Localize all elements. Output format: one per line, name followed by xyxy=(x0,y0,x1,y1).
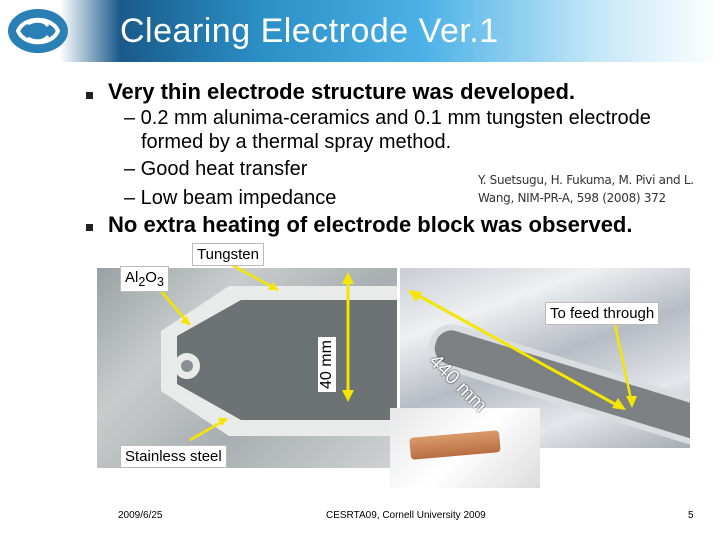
mount-hole xyxy=(174,353,200,379)
copper-terminal xyxy=(409,430,501,460)
al2o3-sub-2: 3 xyxy=(156,275,164,289)
sub-bullet-3: – Low beam impedance xyxy=(124,187,337,209)
institution-logo xyxy=(8,9,68,53)
al2o3-label-al: Al xyxy=(125,269,139,286)
footer-date: 2009/6/25 xyxy=(118,510,163,521)
title-bar xyxy=(0,0,720,62)
al2o3-sub-1: 2 xyxy=(138,275,146,289)
electrode-photo-left xyxy=(97,268,397,468)
tungsten-label: Tungsten xyxy=(192,243,264,266)
bullet-marker xyxy=(86,92,93,99)
slide-title: Clearing Electrode Ver.1 xyxy=(120,12,499,50)
bullet-1-text: Very thin electrode structure was develo… xyxy=(108,79,576,104)
reference-line-1: Y. Suetsugu, H. Fukuma, M. Pivi and L. xyxy=(478,173,694,187)
feed-through-label: To feed through xyxy=(545,302,660,325)
al2o3-label-o: O xyxy=(145,269,157,286)
sub-bullet-1: – 0.2 mm alunima-ceramics and 0.1 mm tun… xyxy=(124,107,651,129)
reference-line-2: Wang, NIM-PR-A, 598 (2008) 372 xyxy=(478,191,666,205)
bullet-2-text: No extra heating of electrode block was … xyxy=(108,212,633,237)
width-dimension-label: 40 mm xyxy=(318,337,336,392)
footer-page-number: 5 xyxy=(688,510,694,521)
sub-bullet-1-cont: formed by a thermal spray method. xyxy=(141,131,452,153)
feedthrough-photo xyxy=(390,408,540,488)
sub-bullet-2: – Good heat transfer xyxy=(124,158,308,180)
al2o3-label: Al2O3 xyxy=(120,266,169,292)
tungsten-layer xyxy=(177,300,397,420)
mount-hole-inner xyxy=(181,360,193,372)
stainless-steel-label: Stainless steel xyxy=(120,445,227,468)
bullet-marker xyxy=(86,224,93,231)
reference-citation: Y. Suetsugu, H. Fukuma, M. Pivi and L. W… xyxy=(478,171,694,207)
footer-conference: CESRTA09, Cornell University 2009 xyxy=(326,510,486,521)
